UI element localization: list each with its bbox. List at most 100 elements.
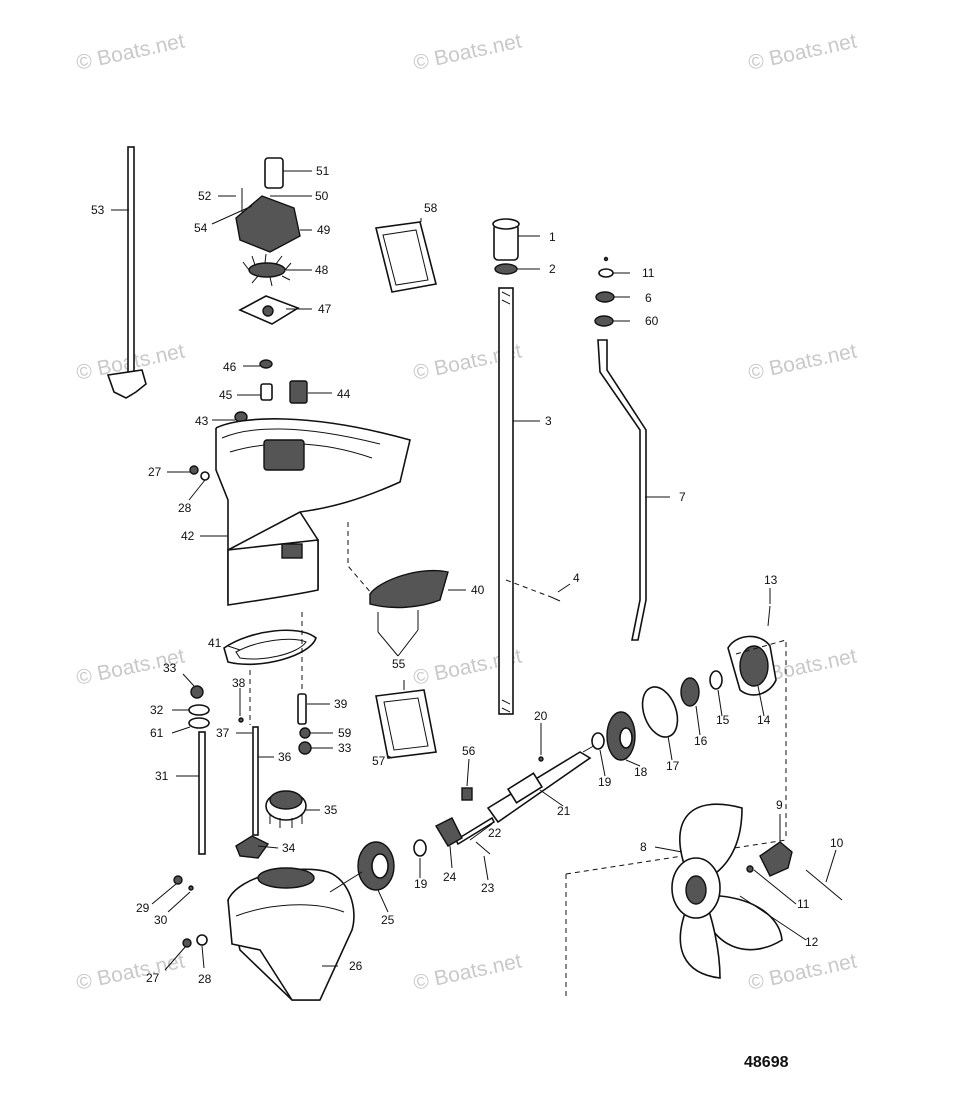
label-35: 35 (324, 803, 338, 817)
washer-59 (299, 727, 311, 739)
leader-dash-4 (505, 579, 552, 598)
nut-33a (190, 685, 204, 699)
spring-23 (475, 841, 491, 855)
gear-18 (606, 711, 636, 761)
washer-32 (188, 704, 210, 716)
label-51: 51 (316, 164, 330, 178)
label-39: 39 (334, 697, 348, 711)
label-38: 38 (232, 676, 246, 690)
callout-labels: 1 2 3 4 6 7 8 9 10 11 11 12 13 14 15 16 … (91, 164, 844, 986)
propeller-shaft-21 (486, 739, 605, 824)
label-33-right: 33 (338, 741, 352, 755)
bearing-16 (680, 677, 700, 707)
label-42: 42 (181, 529, 195, 543)
washer-19-left (413, 839, 427, 857)
bushing-1-top (492, 218, 520, 230)
watermark: © Boats.net (411, 949, 524, 994)
diagram-code: 48698 (744, 1054, 789, 1071)
watermark: © Boats.net (74, 29, 187, 74)
label-58: 58 (424, 201, 438, 215)
dot-11-top (603, 256, 609, 262)
label-10: 10 (830, 836, 844, 850)
label-21: 21 (557, 804, 571, 818)
label-19-left: 19 (414, 877, 428, 891)
watermark: © Boats.net (746, 949, 859, 994)
part-drawings (106, 146, 843, 1001)
label-41: 41 (208, 636, 222, 650)
label-8: 8 (640, 840, 647, 854)
watermark: © Boats.net (411, 29, 524, 74)
gear-25 (357, 841, 395, 891)
label-9: 9 (776, 798, 783, 812)
screw-29 (173, 875, 183, 885)
leader-lines (111, 170, 837, 971)
label-6: 6 (645, 291, 652, 305)
watermark: © Boats.net (746, 29, 859, 74)
pin-4 (550, 596, 561, 602)
plate-47-hole (262, 305, 274, 317)
label-56: 56 (462, 744, 476, 758)
label-11-top: 11 (642, 266, 655, 280)
label-32: 32 (150, 703, 164, 717)
clutch-24 (435, 817, 463, 847)
watermark: © Boats.net (74, 949, 187, 994)
clip-56 (461, 787, 473, 801)
label-54: 54 (194, 221, 208, 235)
washer-28-top (200, 471, 210, 481)
screw-13 (767, 605, 771, 627)
label-26: 26 (349, 959, 363, 973)
label-36: 36 (278, 750, 292, 764)
tube-51 (264, 157, 284, 189)
label-22: 22 (488, 826, 502, 840)
label-27-top: 27 (148, 465, 162, 479)
label-49: 49 (317, 223, 331, 237)
label-47: 47 (318, 302, 332, 316)
label-37: 37 (216, 726, 230, 740)
box-58 (375, 221, 437, 293)
driveshaft-3-splines (501, 291, 511, 713)
washer-61 (188, 717, 210, 729)
ring-11-top (598, 268, 614, 278)
pin-10 (805, 869, 843, 901)
label-3: 3 (545, 414, 552, 428)
bushing-45 (260, 383, 273, 401)
label-27-lower: 27 (146, 971, 160, 985)
clip-34 (235, 835, 270, 859)
label-57: 57 (372, 754, 386, 768)
rod-53 (127, 146, 135, 378)
bushing-60 (594, 315, 614, 327)
pin-22 (454, 816, 496, 846)
label-19-right: 19 (598, 775, 612, 789)
label-12: 12 (805, 935, 819, 949)
seal-2 (494, 263, 518, 275)
seal-15 (709, 670, 723, 690)
label-17: 17 (666, 759, 680, 773)
pin-30 (188, 885, 194, 891)
oring-17 (641, 686, 679, 738)
label-2: 2 (549, 262, 556, 276)
nut-9 (759, 841, 793, 877)
nut-27-lower (182, 938, 192, 948)
label-20: 20 (534, 709, 548, 723)
washer-19-right (591, 732, 605, 750)
dashed-outline (565, 639, 787, 1000)
rod-53-end (106, 369, 147, 399)
watermark: © Boats.net (746, 339, 859, 384)
label-28-top: 28 (178, 501, 192, 515)
label-7: 7 (679, 490, 686, 504)
bearing-carrier-14 (727, 635, 777, 696)
screw-27-top (189, 465, 199, 475)
part-44 (289, 380, 308, 404)
pin-38 (238, 717, 244, 723)
label-18: 18 (634, 765, 648, 779)
label-52: 52 (198, 189, 212, 203)
driveshaft-3 (498, 287, 514, 715)
gearcase-26 (227, 867, 355, 1001)
pump-housing-49 (235, 195, 301, 253)
bushing-6 (595, 291, 615, 303)
impeller-48 (242, 253, 292, 287)
label-15: 15 (716, 713, 730, 727)
label-40: 40 (471, 583, 485, 597)
label-11-lower: 11 (797, 897, 810, 911)
label-14: 14 (757, 713, 771, 727)
